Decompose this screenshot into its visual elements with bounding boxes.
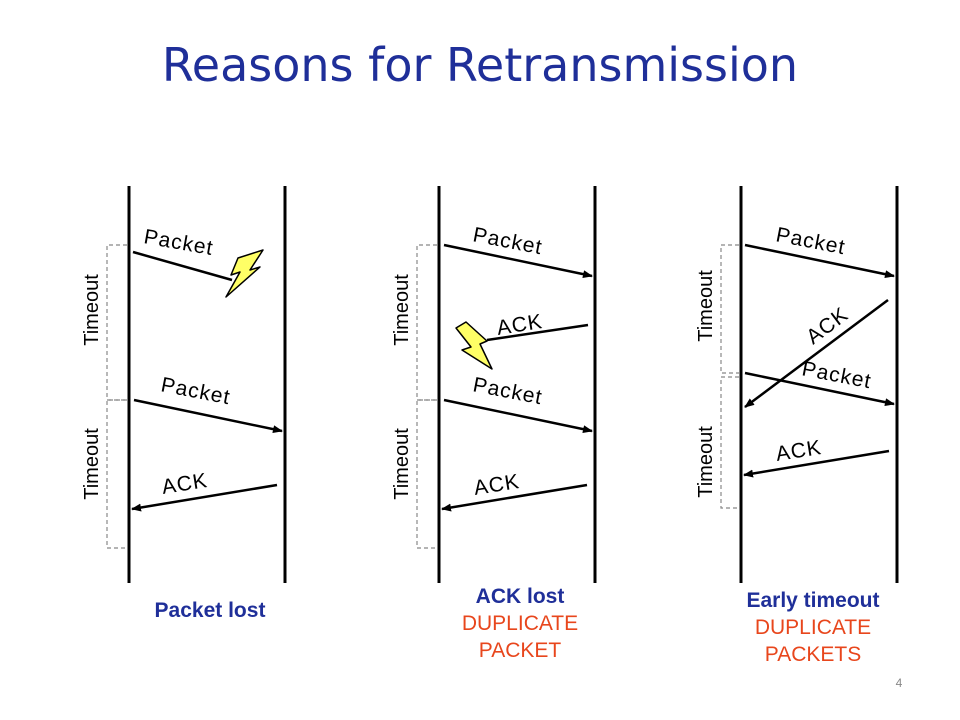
caption-line: PACKET xyxy=(478,639,562,662)
timeout-bracket xyxy=(416,399,437,549)
packet-arrow xyxy=(443,398,593,434)
message-label: Packet xyxy=(142,225,215,260)
scenario-ack-lost: Timeout Timeout Packet ACK Packet ACK xyxy=(391,186,597,583)
timeout-label: Timeout xyxy=(695,270,717,342)
timeout-bracket xyxy=(720,376,739,509)
message-label: ACK xyxy=(472,470,521,500)
caption-title: Packet lost xyxy=(154,599,266,622)
packet-arrow xyxy=(744,371,895,407)
message-label: ACK xyxy=(774,436,823,466)
timeout-bracket xyxy=(106,399,127,549)
timeout-label: Timeout xyxy=(391,274,413,346)
lightning-bolt-icon xyxy=(455,321,493,370)
caption-title: ACK lost xyxy=(475,585,565,608)
caption-line: PACKETS xyxy=(764,643,862,666)
timeout-bracket xyxy=(720,244,739,374)
lightning-bolt-icon xyxy=(225,249,264,298)
slide-title: Reasons for Retransmission xyxy=(161,38,799,92)
caption-title: Early timeout xyxy=(746,589,880,612)
timeout-label: Timeout xyxy=(81,428,103,500)
timeout-label: Timeout xyxy=(695,426,717,498)
scenario-packet-lost: Timeout Timeout Packet Packet ACK xyxy=(81,186,287,583)
packet-arrow xyxy=(744,243,895,279)
caption-early-timeout: Early timeout DUPLICATE PACKETS xyxy=(713,587,913,668)
page-number: 4 xyxy=(895,676,903,690)
ack-arrow-lost xyxy=(486,323,589,342)
message-label: Packet xyxy=(159,373,232,409)
message-label: ACK xyxy=(495,310,544,340)
timeout-label: Timeout xyxy=(391,428,413,500)
caption-ack-lost: ACK lost DUPLICATE PACKET xyxy=(420,583,620,664)
packet-arrow xyxy=(443,243,593,279)
ack-arrow xyxy=(131,483,278,512)
scenario-early-timeout: Timeout Timeout Packet ACK Packet ACK xyxy=(695,186,899,583)
timeout-label: Timeout xyxy=(81,274,103,346)
ack-arrow xyxy=(743,449,890,478)
ack-arrow xyxy=(441,483,588,512)
packet-arrow xyxy=(133,398,283,434)
timeout-bracket xyxy=(416,244,437,401)
message-label: Packet xyxy=(471,373,544,409)
packet-arrow-lost xyxy=(132,250,233,282)
message-label: ACK xyxy=(802,303,853,349)
message-label: ACK xyxy=(160,469,209,499)
caption-packet-lost: Packet lost xyxy=(110,597,310,624)
timeout-bracket xyxy=(106,244,127,401)
caption-line: DUPLICATE xyxy=(461,612,579,635)
caption-line: DUPLICATE xyxy=(754,616,872,639)
ack-arrow xyxy=(744,298,889,409)
